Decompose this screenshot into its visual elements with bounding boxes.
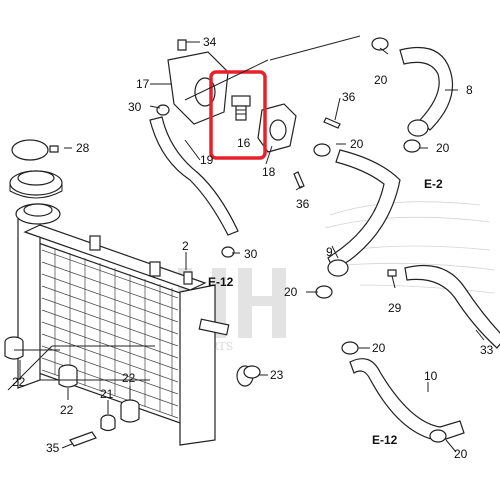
callout-20-mid2: 20: [284, 285, 298, 299]
callout-10: 10: [424, 369, 438, 383]
callout-22-left: 22: [12, 375, 26, 389]
hose-10: [349, 358, 465, 442]
clamps: [156, 37, 447, 443]
callout-19: 19: [200, 153, 214, 167]
radiator: [15, 203, 254, 446]
callout-28: 28: [76, 141, 90, 155]
callout-35: 35: [46, 441, 60, 455]
ref-e12-top: E-12: [208, 275, 234, 289]
callout-18: 18: [262, 165, 276, 179]
callout-36-mid: 36: [296, 197, 310, 211]
hose-19: [149, 116, 239, 236]
callout-16: 16: [237, 136, 251, 150]
hose-8: [399, 46, 454, 137]
callout-21: 21: [100, 387, 114, 401]
grommets: [4, 336, 140, 423]
callout-30-mid: 30: [244, 247, 258, 261]
callout-9: 9: [326, 245, 333, 259]
callout-36-top: 36: [342, 90, 356, 104]
callout-30-top: 30: [128, 100, 142, 114]
callout-2: 2: [182, 239, 189, 253]
hose-33: [404, 264, 500, 349]
highlight-box: [209, 70, 267, 160]
callout-20-right: 20: [436, 141, 450, 155]
bolts: [49, 39, 397, 285]
collar-and-bolt: [69, 414, 116, 447]
radiator-cap: [9, 139, 63, 199]
callout-20-bottom: 20: [454, 447, 468, 461]
part-16-bolt: [231, 95, 251, 121]
callout-22-right: 22: [122, 371, 136, 385]
leader-lines: [7, 35, 485, 453]
callout-22-mid: 22: [60, 403, 74, 417]
callout-17: 17: [136, 77, 150, 91]
callout-20-low: 20: [372, 341, 386, 355]
callout-34: 34: [203, 35, 217, 49]
callout-29: 29: [388, 301, 402, 315]
callout-labels: 34 17 30 16 36 20 8 28 19 18 20 20 36 E-…: [12, 35, 494, 461]
hose-9: [327, 149, 401, 277]
callout-20-mid: 20: [350, 137, 364, 151]
callout-33: 33: [480, 343, 494, 357]
callout-20-top: 20: [374, 73, 388, 87]
ref-e12-bottom: E-12: [372, 433, 398, 447]
callout-8: 8: [466, 83, 473, 97]
ref-e2: E-2: [424, 177, 443, 191]
callout-23: 23: [270, 368, 284, 382]
